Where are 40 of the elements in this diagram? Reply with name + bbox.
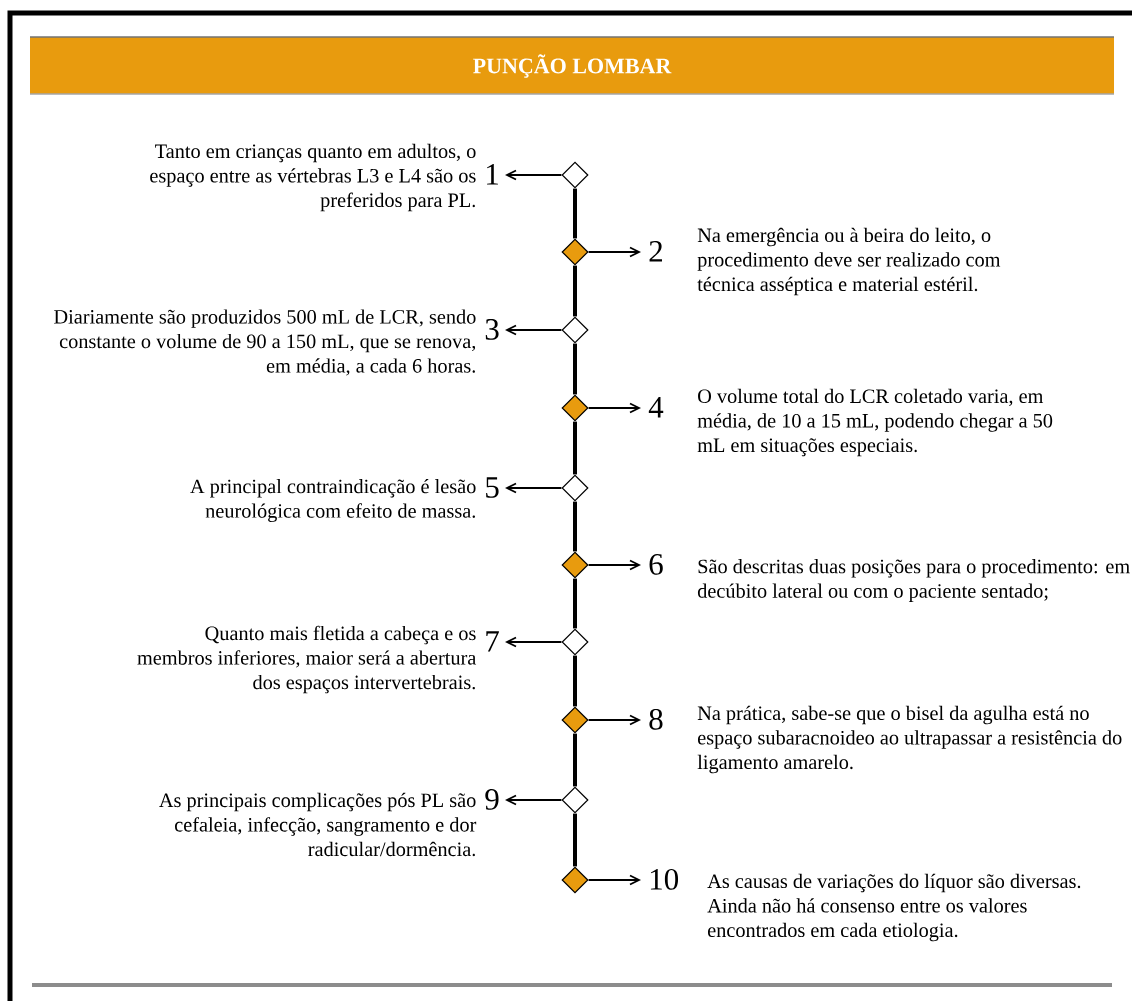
- numbered-note: Quanto mais fletida a cabeça e os membros inferiores, maior será a abertura dos espaços intervertebrais. 7: [137, 625, 499, 694]
- diamond-marker: [561, 628, 589, 656]
- diamond-marker: [561, 551, 589, 579]
- timeline-line: [573, 421, 577, 475]
- timeline-line: [573, 188, 577, 239]
- timeline-line: [573, 265, 577, 317]
- numbered-note: 10 As causas de variações do líquor são diversas. Ainda não há consenso entre os valores encontrados em cada etiologia.: [650, 868, 1081, 942]
- numbered-note: A principal contraindicação é lesão neurológica com efeito de massa. 5: [190, 477, 499, 522]
- diamond-marker: [561, 474, 589, 502]
- numbered-note: 8 Na prática, sabe-se que o bisel da agulha está no espaço subaracnoideo ao ultrapassar a resistência do ligamento amarelo.: [649, 705, 1122, 774]
- diamond-marker: [561, 316, 589, 344]
- arrow: [505, 169, 563, 181]
- timeline-line: [573, 578, 577, 629]
- timeline-line: [573, 733, 577, 787]
- diamond-marker: [561, 706, 589, 734]
- diamond-marker: [561, 786, 589, 814]
- title-banner: PUNÇÃO LOMBAR: [29, 36, 1115, 95]
- diamond-marker: [561, 161, 589, 189]
- numbered-note: Tanto em crianças quanto em adultos, o espaço entre as vértebras L3 e L4 são os preferidos para PL. 1: [150, 143, 498, 212]
- diamond-marker: [561, 238, 589, 266]
- numbered-note: 6 São descritas duas posições para o procedimento: em decúbito lateral ou com o paciente sentado;: [649, 554, 1130, 602]
- arrow: [505, 324, 563, 336]
- numbered-note: As principais complicações pós PL são cefaleia, infecção, sangramento e dor radicular/dormência. 9: [159, 789, 499, 857]
- timeline-line: [573, 655, 577, 707]
- timeline-line: [573, 813, 577, 867]
- arrow: [587, 246, 641, 258]
- numbered-note: Diariamente são produzidos 500 mL de LCR, sendo constante o volume de 90 a 150 mL, que se renova, em média, a cada 6 horas. 3: [54, 309, 499, 376]
- diamond-marker: [561, 866, 589, 894]
- arrow: [505, 636, 563, 648]
- arrow: [505, 794, 563, 806]
- numbered-note: 4 O volume total do LCR coletado varia, em média, de 10 a 15 mL, podendo chegar a 50 mL em situações especiais.: [648, 388, 1053, 457]
- arrow: [587, 402, 641, 414]
- arrow: [587, 874, 641, 886]
- numbered-note: 2 Na emergência ou à beira do leito, o procedimento deve ser realizado com técnica asséptica e material estéril.: [649, 227, 1001, 296]
- arrow: [587, 714, 641, 726]
- diamond-marker: [561, 394, 589, 422]
- timeline-line: [573, 501, 577, 552]
- arrow: [505, 482, 563, 494]
- timeline-line: [573, 343, 577, 395]
- arrow: [587, 559, 641, 571]
